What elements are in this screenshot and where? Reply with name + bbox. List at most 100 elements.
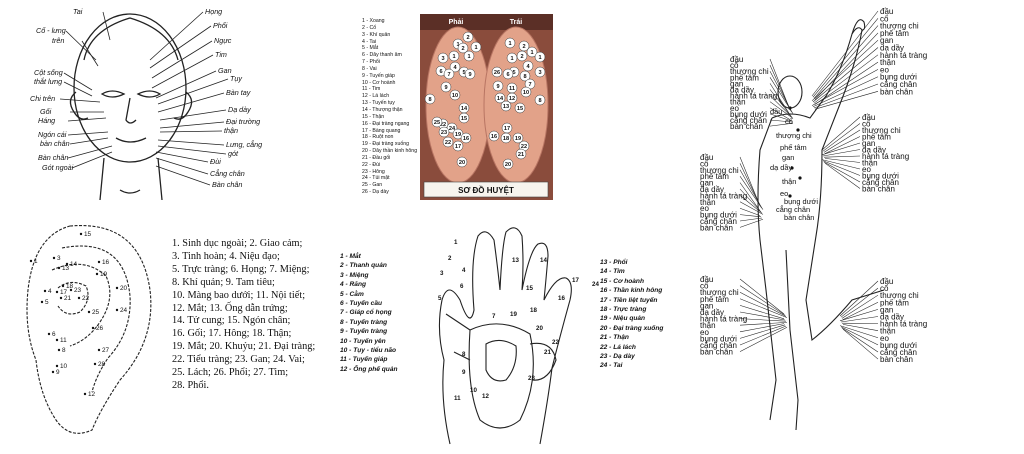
- face-pointer-line: [64, 73, 92, 90]
- body-pointer-line: [815, 91, 878, 109]
- ear-legend-item: 1. Sinh dục ngoài; 2. Giao cảm;: [172, 238, 332, 251]
- body-torso-label: đầu: [770, 107, 782, 116]
- hand-legend-item: 22 - Lá lách: [600, 343, 663, 352]
- hand-legend-item: 9 - Tuyến tràng: [340, 327, 398, 336]
- foot-point-label: 9: [444, 85, 447, 91]
- hand-callout-label: 16: [558, 295, 565, 302]
- foot-point-label: 8: [428, 97, 431, 103]
- ear-point-dot: [56, 365, 58, 367]
- face-label: Tim: [215, 50, 227, 59]
- ear-point-label: 23: [74, 287, 82, 294]
- foot-point-label: 10: [452, 93, 458, 99]
- ear-point-dot: [48, 333, 50, 335]
- foot-point-label: 1: [508, 41, 511, 47]
- ear-point-dot: [78, 297, 80, 299]
- face-label: Đùi: [210, 157, 221, 166]
- ear-point-label: 16: [102, 259, 110, 266]
- foot-point-label: 19: [455, 132, 461, 138]
- foot-point-label: 20: [505, 162, 511, 168]
- foot-legend-item: 14 - Thượng thận: [362, 107, 417, 114]
- body-torso-label: cổ: [785, 117, 793, 126]
- foot-point-label: 6: [439, 69, 442, 75]
- ear-point-label: 21: [64, 295, 72, 302]
- ear-point-dot: [56, 339, 58, 341]
- foot-point-label: 1: [452, 54, 455, 60]
- face-label: Phổi: [213, 21, 228, 30]
- body-pointer-line: [740, 327, 787, 351]
- hand-legend-item: 24 - Tai: [600, 361, 663, 370]
- body-pointer-line: [740, 286, 785, 316]
- eye-left: [102, 91, 124, 97]
- hand-callout-label: 8: [462, 351, 466, 358]
- foot-legend-item: 16 - Đại tràng ngang: [362, 121, 417, 128]
- ear-point-dot: [92, 327, 94, 329]
- face-pointer-line: [103, 12, 110, 40]
- foot-point-label: 10: [523, 90, 529, 96]
- foot-point-label: 1: [467, 54, 470, 60]
- body-pointer-line: [825, 137, 860, 154]
- hand-callout-label: 23: [528, 375, 535, 382]
- hand-callout-label: 22: [552, 339, 559, 346]
- hand-callout-label: 5: [438, 295, 442, 302]
- ear-point-dot: [53, 257, 55, 259]
- foot-point-label: 15: [517, 106, 523, 112]
- body-pointer-line: [841, 317, 878, 323]
- ear-point-dot: [98, 349, 100, 351]
- face-label: Họng: [205, 7, 222, 16]
- body-torso-label: thượng chi: [776, 131, 812, 140]
- ear-point-dot: [88, 311, 90, 313]
- face-pointer-line: [160, 110, 226, 120]
- foot-point-label: 1: [474, 45, 477, 51]
- face-pointer-line: [72, 152, 112, 168]
- foot-point-label: 18: [503, 136, 509, 142]
- foot-legend-item: 20 - Dây thần kinh hông: [362, 148, 417, 155]
- face-pointer-line: [150, 12, 203, 60]
- foot-point-label: 11: [509, 86, 515, 92]
- foot-point-label: 22: [445, 140, 451, 146]
- ear-legend-item: 22. Tiểu tràng; 23. Gan; 24. Vai;: [172, 354, 332, 367]
- mouth: [116, 138, 146, 142]
- hand-legend-item: 4 - Răng: [340, 280, 398, 289]
- hand-legend-item: 1 - Mắt: [340, 252, 398, 261]
- foot-legend-item: 2 - Cổ: [362, 25, 417, 32]
- hand-legend-item: 18 - Trực tràng: [600, 305, 663, 314]
- foot-legend-item: 25 - Gan: [362, 182, 417, 189]
- hand-callout-label: 9: [462, 369, 466, 376]
- face-pointer-line: [160, 122, 224, 128]
- foot-point-label: 16: [491, 134, 497, 140]
- palm-zone: [469, 324, 533, 428]
- hand-legend-item: 3 - Miệng: [340, 271, 398, 280]
- ear-point-label: 8: [62, 347, 66, 354]
- ear-point-label: 22: [82, 295, 90, 302]
- foot-point-label: 14: [461, 106, 468, 112]
- ear-legend-item: 28. Phổi.: [172, 380, 332, 393]
- ear-legend-item: 25. Lách; 26. Phổi; 27. Tim;: [172, 367, 332, 380]
- ear-point-dot: [80, 233, 82, 235]
- foot-point-label: 26: [494, 70, 500, 76]
- eye-right: [138, 91, 160, 97]
- foot-point-label: 16: [463, 136, 469, 142]
- chin-line: [120, 190, 140, 193]
- foot-legend-item: 23 - Hông: [362, 169, 417, 176]
- body-torso-label: dạ dầy: [770, 163, 792, 172]
- ear-point-dot: [96, 273, 98, 275]
- body-pointer-line: [740, 326, 786, 345]
- face-label: Bàn chân: [38, 153, 68, 162]
- foot-point-label: 8: [538, 98, 541, 104]
- face-outline: [74, 14, 186, 162]
- ear-point-label: 6: [52, 331, 56, 338]
- hairline: [84, 18, 178, 60]
- foot-point-label: 7: [528, 82, 531, 88]
- foot-point-label: 23: [441, 130, 447, 136]
- hand-callout-label: 12: [482, 393, 489, 400]
- ear-point-label: 1: [34, 258, 38, 265]
- foot-caption: SƠ ĐỒ HUYỆT: [458, 185, 514, 195]
- hand-legend-item: 21 - Thận: [600, 333, 663, 342]
- ear-point-label: 13: [62, 265, 70, 272]
- body-zone-label: bàn chân: [700, 348, 733, 357]
